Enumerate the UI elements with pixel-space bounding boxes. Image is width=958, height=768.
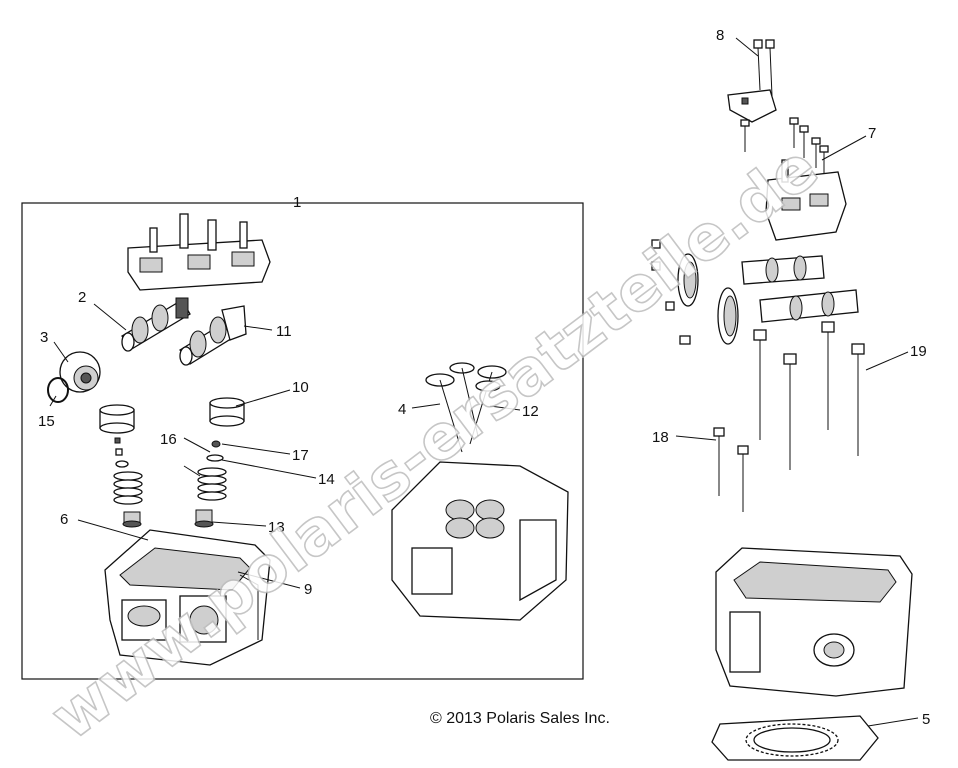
copyright-text: © 2013 Polaris Sales Inc. — [430, 710, 610, 727]
camshaft-exhaust-part — [121, 297, 191, 352]
cam-sprocket-upper-part — [677, 253, 699, 307]
callout-15: 15 — [38, 413, 55, 430]
chain-guide-bracket-part — [727, 89, 777, 123]
cylinder-head-kit-part — [104, 529, 271, 666]
callout-12: 12 — [522, 403, 539, 420]
sprocket-bolts-part — [651, 239, 691, 345]
callout-13: 13 — [268, 519, 285, 536]
callout-5: 5 — [922, 711, 930, 728]
valve-seal-left-part — [122, 511, 142, 528]
callout-8: 8 — [716, 27, 724, 44]
callout-11: 11 — [276, 323, 292, 340]
keeper-left-part — [114, 437, 121, 444]
callout-16: 16 — [160, 431, 177, 448]
valve-spring-right-part — [197, 467, 227, 501]
callout-18: 18 — [652, 429, 669, 446]
small-bolts-7-part — [740, 117, 829, 176]
o-ring-part — [47, 377, 69, 403]
tappet-left-part — [99, 404, 135, 434]
bolt-long-8-part — [753, 39, 775, 97]
cylinder-head-part — [391, 461, 569, 621]
camshaft-intake-part — [179, 305, 247, 366]
callout-17: 17 — [292, 447, 309, 464]
rocker-carrier-part — [127, 213, 271, 291]
valve-exhaust-part — [469, 365, 507, 445]
valve-intake-part — [425, 362, 479, 453]
callout-7: 7 — [868, 125, 876, 142]
callout-14: 14 — [318, 471, 335, 488]
tappet-right-part — [209, 397, 245, 427]
head-bolts-18-part — [713, 427, 749, 512]
callout-9: 9 — [304, 581, 312, 598]
callout-4: 4 — [398, 401, 406, 418]
valve-spring-left-part — [113, 471, 143, 505]
keeper-right-part — [211, 440, 221, 448]
callout-19: 19 — [910, 343, 927, 360]
callout-10: 10 — [292, 379, 309, 396]
kit-border — [21, 202, 584, 680]
cam-carrier-right-part — [765, 159, 847, 241]
watermark-text: www.polaris-ersatzteile.de — [37, 130, 831, 754]
cam-cap-part — [59, 351, 101, 393]
callout-2: 2 — [78, 289, 86, 306]
head-bolts-19-part — [753, 321, 865, 470]
valve-seal-right-part — [194, 509, 214, 528]
head-gasket-part — [711, 715, 879, 761]
callout-1: 1 — [293, 194, 301, 211]
callout-3: 3 — [40, 329, 48, 346]
cam-sprocket-lower-part — [717, 287, 739, 345]
cylinder-head-bottom-right-part — [715, 547, 913, 697]
camshaft-upper-right-part — [741, 255, 825, 285]
camshaft-lower-right-part — [759, 289, 859, 323]
callout-6: 6 — [60, 511, 68, 528]
